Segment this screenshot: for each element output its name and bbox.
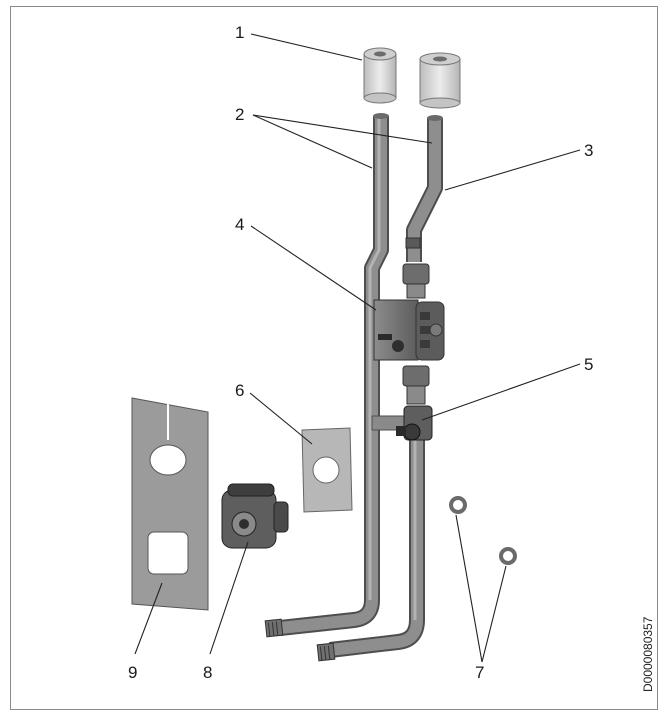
callout-3: 3 — [584, 141, 593, 160]
seal-1 — [449, 496, 467, 514]
leader-4 — [250, 225, 377, 311]
circulation-pump — [373, 299, 445, 361]
valve — [396, 405, 433, 441]
return-pipe-connector — [264, 618, 284, 638]
leader-3 — [444, 149, 581, 191]
leader-7b — [481, 565, 507, 663]
diagram-frame — [10, 6, 658, 710]
return-pipe — [264, 113, 407, 638]
flow-pipe-connector — [316, 642, 336, 662]
leader-1 — [250, 33, 363, 61]
back-plate — [131, 397, 209, 611]
actuator — [221, 483, 289, 549]
leader-lines — [134, 33, 581, 663]
leader-2a — [252, 114, 373, 169]
leader-6 — [249, 392, 313, 445]
callout-9: 9 — [128, 663, 137, 682]
flow-pipe — [316, 115, 443, 662]
leader-5 — [421, 363, 581, 421]
leader-7a — [455, 514, 483, 663]
insulation-cap-left — [363, 47, 397, 104]
callout-2: 2 — [235, 105, 244, 124]
seals — [449, 496, 517, 565]
callout-7: 7 — [475, 663, 484, 682]
callout-5: 5 — [584, 355, 593, 374]
insulation-caps — [363, 47, 461, 109]
callout-4: 4 — [235, 215, 244, 234]
insulation-plate — [301, 427, 353, 513]
pump-unions — [402, 263, 430, 405]
callout-labels: 1 2 3 4 5 6 7 8 9 — [128, 23, 593, 682]
callout-8: 8 — [203, 663, 212, 682]
leader-2b — [252, 114, 433, 144]
document-id: D0000080357 — [641, 616, 655, 692]
leader-9 — [134, 582, 163, 655]
insulation-cap-right — [419, 52, 461, 109]
seal-2 — [499, 547, 517, 565]
leader-8 — [209, 541, 249, 655]
callout-1: 1 — [235, 23, 244, 42]
callout-6: 6 — [235, 381, 244, 400]
